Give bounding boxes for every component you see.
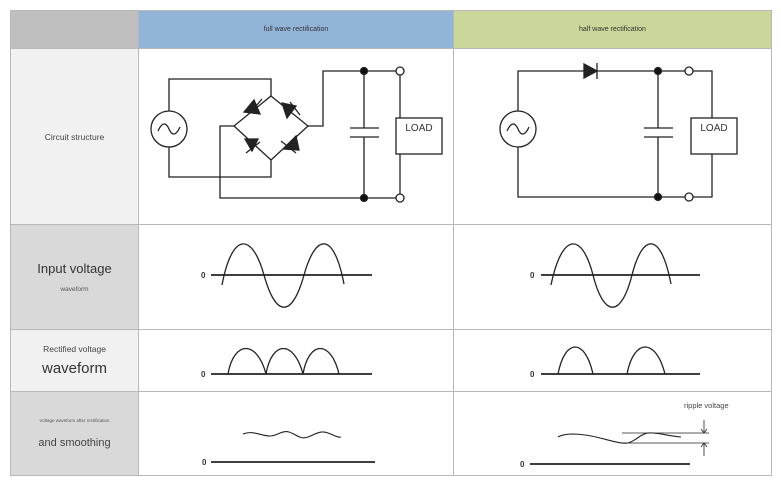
half-wave-input-zero: 0 [530,271,535,280]
half-wave-circuit [499,62,738,202]
half-wave-capacitor-icon [644,71,673,197]
half-wave-node-top [653,66,663,76]
rectified-voltage-main-text: waveform [41,360,108,377]
half-wave-rectified-cell [454,330,771,392]
half-wave-rectified-humps [557,346,666,375]
full-wave-output-bottom-rail [364,154,401,199]
full-wave-header: full wave rectification [139,11,454,49]
full-wave-wire-bridge-left [219,125,364,199]
full-wave-circuit-cell [139,49,454,225]
rectified-voltage-label: Rectified voltage waveform [11,330,139,392]
half-wave-terminal-bottom [684,192,694,202]
smoothing-main-text: and smoothing [38,437,111,449]
half-wave-load-box [690,117,738,155]
circuit-structure-label: Circuit structure [11,49,139,225]
full-wave-wire-source-top [168,78,272,111]
input-voltage-main-text: Input voltage [37,261,112,276]
full-wave-node-top [359,66,369,76]
half-wave-header: half wave rectification [454,11,771,49]
full-wave-input-zero: 0 [201,271,206,280]
full-wave-smoothed-zero: 0 [202,458,207,467]
full-wave-smoothed-ripple [242,431,342,439]
half-wave-wire-top [517,70,658,111]
half-wave-input-cell [454,225,771,330]
full-wave-rectified-humps [227,347,340,375]
full-wave-rectified-zero: 0 [201,370,206,379]
half-wave-circuit-cell [454,49,771,225]
full-wave-diode-1-icon [242,98,263,115]
full-wave-node-bottom [359,193,369,203]
full-wave-input-waveform [211,243,372,308]
half-wave-smoothed-waveform [530,420,709,465]
input-voltage-sub-text: waveform [60,286,89,293]
half-wave-node-bottom [653,192,663,202]
full-wave-input-sine [221,243,345,308]
half-wave-rectified-waveform [541,346,700,375]
full-wave-capacitor-icon [350,71,379,198]
full-wave-output-top-rail [364,70,401,118]
half-wave-smoothed-ripple [557,432,682,444]
full-wave-rectified-cell [139,330,454,392]
full-wave-load-box [395,117,443,155]
full-wave-load-label: LOAD [405,123,432,134]
full-wave-rectified-waveform [211,347,372,375]
half-wave-rectified-zero: 0 [530,370,535,379]
full-wave-terminal-bottom [395,193,405,203]
half-wave-load-label: LOAD [700,123,727,134]
circuit-structure-text: Circuit structure [44,131,105,142]
smoothing-sub-text: Voltage waveform after rectification [39,418,110,423]
ripple-dimension-arrow-icon [700,420,708,456]
full-wave-diode-3-icon [243,138,261,154]
ripple-voltage-label: ripple voltage [684,401,729,410]
half-wave-wire-bottom [517,147,658,198]
full-wave-smoothed-cell [139,392,454,475]
corner-cell [11,11,139,49]
smoothing-label: Voltage waveform after rectification and… [11,392,139,475]
half-wave-output-bottom-rail [658,154,713,198]
half-wave-input-sine [550,243,672,308]
full-wave-terminal-top [395,66,405,76]
rectification-comparison-table: full wave rectification half wave rectif… [10,10,772,476]
full-wave-diode-2-icon [281,101,301,120]
half-wave-output-top-rail [658,70,713,118]
full-wave-circuit [150,66,443,203]
full-wave-smoothed-waveform [211,431,375,463]
half-wave-header-text: half wave rectification [579,26,646,33]
full-wave-input-cell [139,225,454,330]
rectified-voltage-sub-text: Rectified voltage [43,344,106,354]
input-voltage-label: Input voltage waveform [11,225,139,330]
full-wave-ac-tilde-icon [157,123,181,135]
half-wave-ac-tilde-icon [506,123,530,135]
half-wave-input-waveform [541,243,700,308]
half-wave-smoothed-zero: 0 [520,460,525,469]
full-wave-wire-bridge-right [308,70,364,127]
full-wave-diode-4-icon [280,134,300,154]
full-wave-bridge-diamond [233,95,309,161]
half-wave-terminal-top [684,66,694,76]
half-wave-diode-icon [583,62,599,80]
full-wave-header-text: full wave rectification [263,26,329,33]
